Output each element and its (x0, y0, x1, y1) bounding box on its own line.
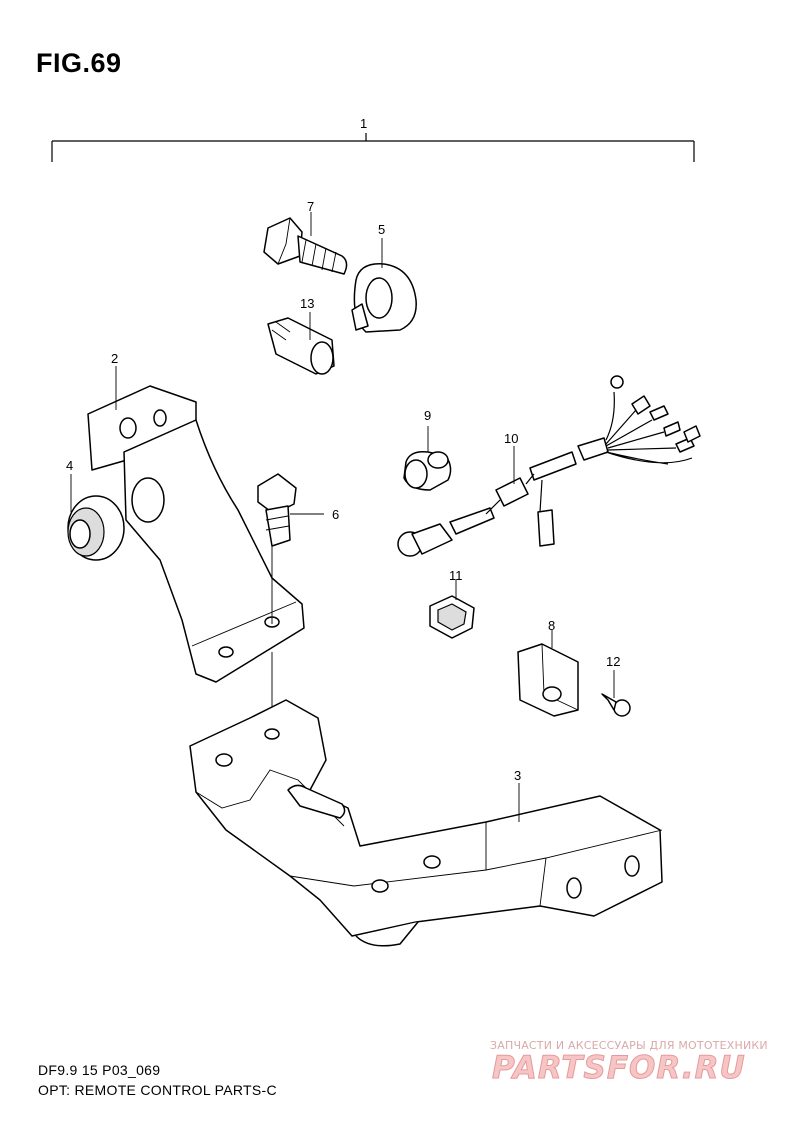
model-code: DF9.9 15 P03_069 (38, 1062, 161, 1078)
part-3-bracket-base (189, 699, 663, 947)
callout-2: 2 (111, 351, 118, 366)
part-13-stud (267, 312, 335, 375)
watermark-tagline: ЗАПЧАСТИ И АКСЕССУАРЫ ДЛЯ МОТОТЕХНИКИ (490, 1039, 768, 1052)
callout-6: 6 (332, 507, 339, 522)
callout-5: 5 (378, 222, 385, 237)
assembly-bracket (51, 133, 695, 162)
watermark-logo: PARTSFOR.RU (492, 1050, 746, 1087)
callout-12: 12 (606, 654, 620, 669)
callout-10: 10 (504, 431, 518, 446)
part-7-bolt (263, 212, 348, 275)
part-11-seal (429, 580, 475, 639)
figure-title: FIG.69 (36, 48, 122, 78)
part-9-cap (403, 426, 452, 491)
callout-11: 11 (449, 568, 463, 583)
part-8-clamp (517, 630, 579, 717)
callout-labels: 1 2 3 4 5 6 7 8 9 10 11 12 13 (66, 116, 620, 783)
part-4-grommet (67, 474, 125, 561)
part-2-mounting-bracket (87, 366, 305, 683)
callout-3: 3 (514, 768, 521, 783)
part-6-bolt (257, 473, 324, 732)
callout-9: 9 (424, 408, 431, 423)
callout-4: 4 (66, 458, 73, 473)
part-10-wiring-harness (397, 375, 701, 557)
callout-7: 7 (307, 199, 314, 214)
figure-caption: OPT: REMOTE CONTROL PARTS-C (38, 1082, 277, 1098)
part-5-grommet (351, 238, 417, 333)
callout-8: 8 (548, 618, 555, 633)
part-12-screw (601, 670, 631, 717)
callout-13: 13 (300, 296, 314, 311)
callout-1: 1 (360, 116, 367, 131)
